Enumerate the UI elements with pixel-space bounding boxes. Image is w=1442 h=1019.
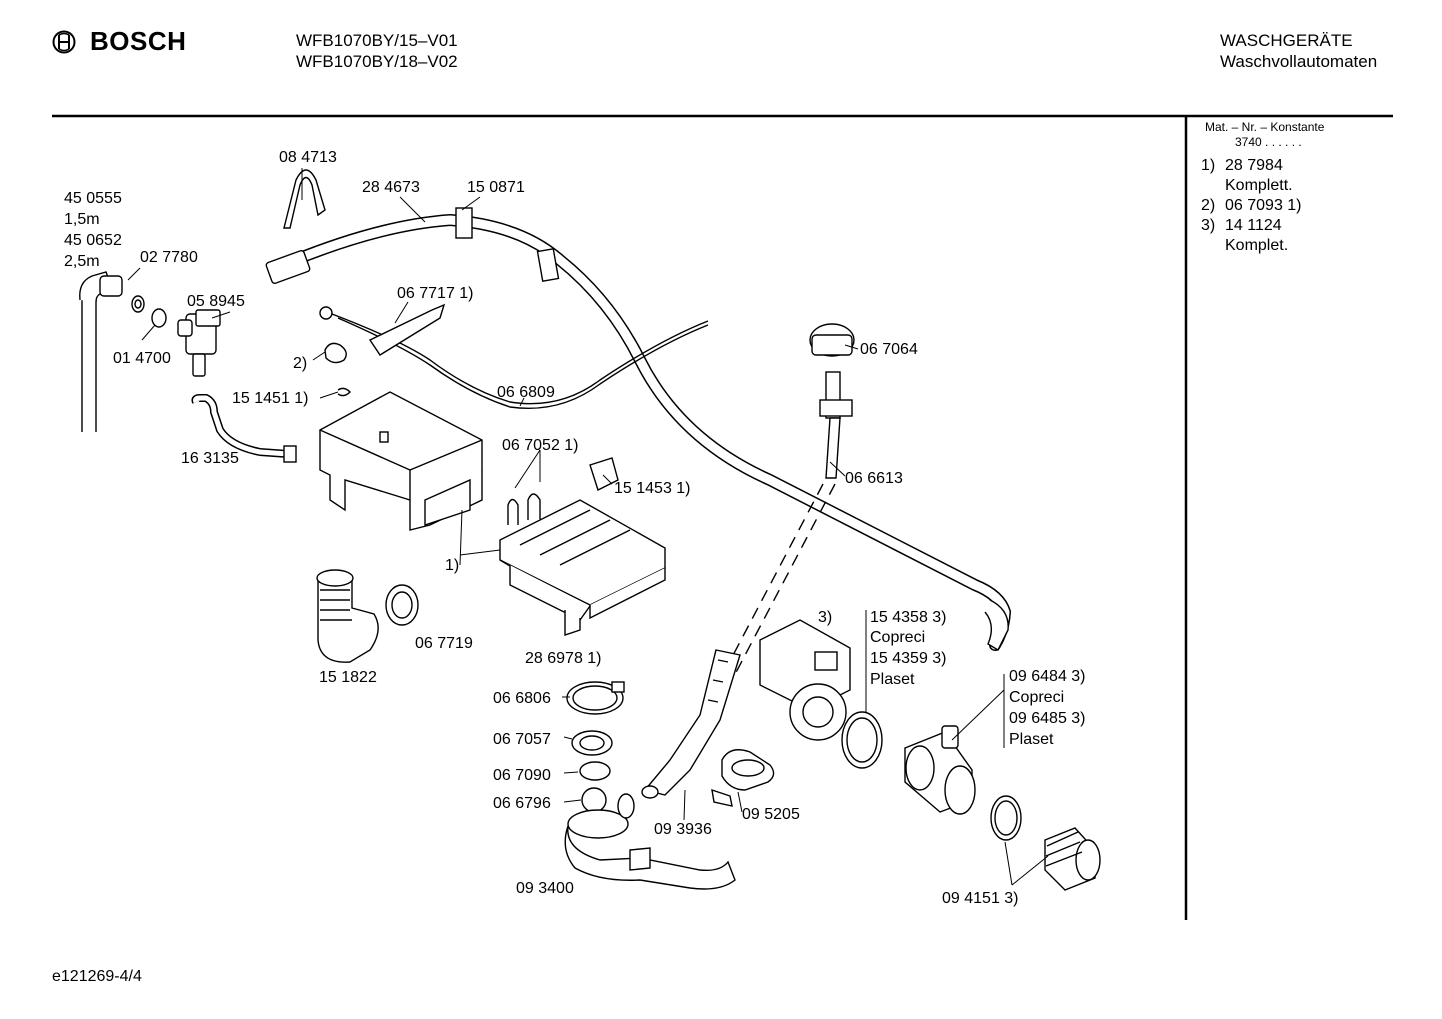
material-header: Mat. – Nr. – Konstante 3740 . . . . . . [1205,120,1324,150]
part-number-label: 01 4700 [113,350,171,367]
part-number-label: 45 0555 [64,190,122,207]
pump-cover-drawing [711,749,775,807]
note-text: 14 1124 [1225,217,1282,234]
part-number-label: 06 7057 [493,731,551,748]
hose-clip-drawing [283,169,326,229]
part-number-label: 28 6978 1) [525,650,602,667]
supplier-label: Copreci [870,629,925,646]
brand-name: BOSCH [90,26,187,56]
category-subtitle: Waschvollautomaten [1220,52,1378,71]
drawing-code: e121269-4/4 [52,968,142,985]
hose-length-label: 1,5m [64,211,100,228]
part-number-label: 06 7719 [415,635,473,652]
part-number-label: 08 4713 [279,149,337,166]
note-item: Komplett. [1201,176,1302,196]
part-number-label: 06 6613 [845,470,903,487]
note-text: 06 7093 1) [1225,197,1302,214]
part-number-label: 15 1453 1) [614,480,691,497]
material-label: Mat. – Nr. – Konstante [1205,120,1325,134]
note-text: Komplett. [1225,177,1293,194]
part-number-label: 06 6806 [493,690,551,707]
part-number-label: 06 7064 [860,341,918,358]
part-number-label: 09 6484 3) [1009,668,1086,685]
part-number-label: 05 8945 [187,293,245,310]
brand: BOSCH [52,26,186,57]
part-number-label: 15 1822 [319,669,377,686]
part-number-label: 45 0652 [64,232,122,249]
note-text: Komplet. [1225,237,1289,254]
part-number-label: 09 4151 3) [942,890,1019,907]
model-number: WFB1070BY/18–V02 [296,52,458,71]
leader-lines [127,168,1049,886]
part-number-label: 16 3135 [181,450,239,467]
note-marker-label: 2) [293,355,307,372]
note-item: 3) 14 1124 [1201,216,1302,236]
note-text: 28 7984 [1225,157,1283,174]
drain-pump-drawing [759,619,883,769]
part-number-label: 15 4358 3) [870,609,947,626]
supplier-label: Plaset [870,671,915,688]
part-number-label: 02 7780 [140,249,198,266]
material-value: 3740 . . . . . . [1235,135,1302,149]
detergent-drawer-drawing [499,457,666,636]
bosch-logo-icon [52,30,76,53]
part-number-label: 28 4673 [362,179,420,196]
model-number: WFB1070BY/15–V01 [296,31,458,50]
note-item: 2) 06 7093 1) [1201,196,1302,216]
filter-housing-drawing [564,681,736,890]
bellows-drawing [316,569,419,663]
drain-hose-drawing [265,207,1012,651]
appliance-category: WASCHGERÄTE Waschvollautomaten [1220,30,1377,72]
pump-hose-drawing [641,649,741,799]
pressure-switch-drawing [719,323,855,681]
supplier-label: Copreci [1009,689,1064,706]
supplier-label: Plaset [1009,731,1054,748]
pump-filter-drawing [904,725,1101,891]
part-number-label: 09 3936 [654,821,712,838]
part-number-label: 15 4359 3) [870,650,947,667]
part-number-label: 09 5205 [742,806,800,823]
cable-drawing [319,303,709,410]
inlet-hose-drawing [79,271,167,432]
note-number: 2) [1201,197,1216,214]
note-marker-label: 3) [818,609,832,626]
hose-length-label: 2,5m [64,253,100,270]
dispenser-housing-drawing [319,391,483,531]
part-number-label: 09 6485 3) [1009,710,1086,727]
part-number-label: 06 7090 [493,767,551,784]
part-number-label: 06 6796 [493,795,551,812]
part-number-label: 09 3400 [516,880,574,897]
part-number-label: 15 0871 [467,179,525,196]
category-title: WASCHGERÄTE [1220,31,1353,50]
note-number: 3) [1201,217,1216,234]
note-item: 1) 28 7984 [1201,156,1302,176]
inlet-valve-drawing [177,309,221,377]
part-number-label: 15 1451 1) [232,390,309,407]
part-number-label: 06 7717 1) [397,285,474,302]
part-number-label: 06 6809 [497,384,555,401]
note-marker-label: 1) [445,557,459,574]
model-numbers: WFB1070BY/15–V01 WFB1070BY/18–V02 [296,30,458,72]
note-item: Komplet. [1201,236,1302,256]
note-number: 1) [1201,157,1216,174]
notes-list: 1) 28 7984 Komplett. 2) 06 7093 1) 3) 14… [1201,156,1302,256]
part-number-label: 06 7052 1) [502,437,579,454]
